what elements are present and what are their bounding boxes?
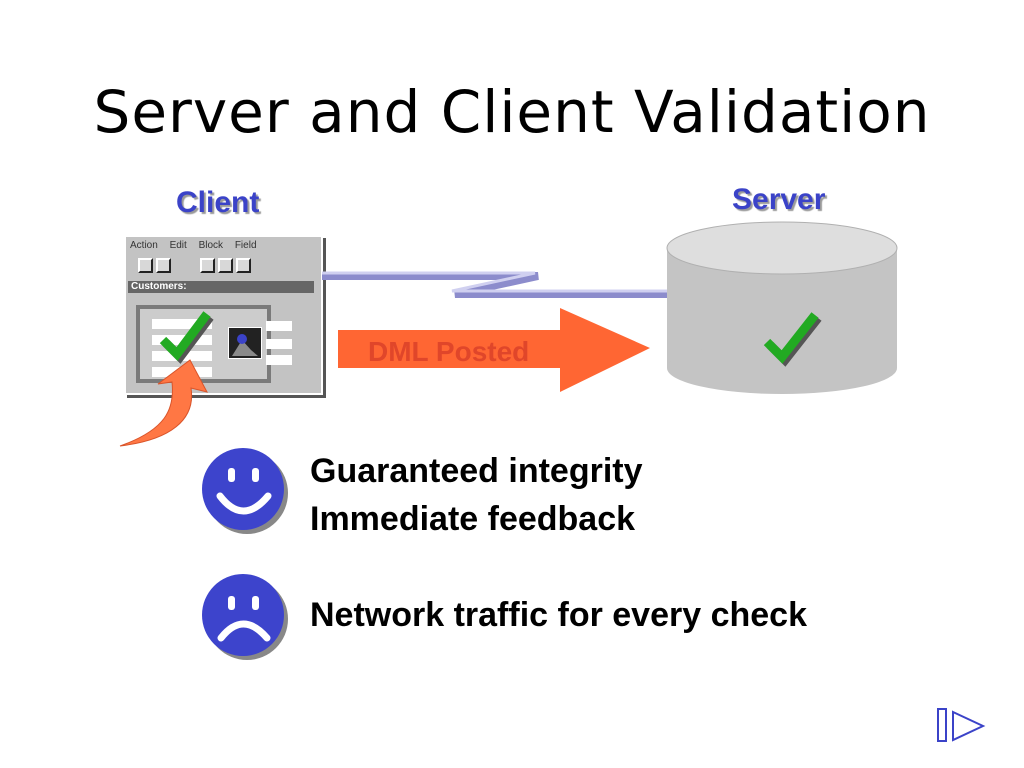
menu-bar: Action Edit Block Field <box>130 240 266 251</box>
toolbar-button <box>236 258 251 273</box>
menu-field: Field <box>234 240 257 251</box>
image-placeholder-icon <box>228 327 262 359</box>
form-field <box>266 321 292 331</box>
client-label: Client <box>176 186 260 219</box>
toolbar-button <box>200 258 215 273</box>
pro-item: Immediate feedback <box>310 500 636 538</box>
menu-action: Action <box>130 240 158 251</box>
smiley-face-icon <box>202 448 288 534</box>
pro-item: Guaranteed integrity <box>310 452 643 490</box>
frown-face-icon <box>202 574 288 660</box>
customers-label: Customers: <box>131 281 187 292</box>
form-field <box>266 339 292 349</box>
dml-posted-arrow <box>338 308 650 392</box>
dml-posted-label: DML Posted <box>368 336 530 367</box>
feedback-curved-arrow <box>119 359 208 447</box>
server-label: Server <box>732 183 826 216</box>
check-icon <box>763 312 822 367</box>
server-database-icon <box>666 221 898 394</box>
check-icon <box>159 311 214 364</box>
toolbar-button <box>218 258 233 273</box>
slide-title: Server and Client Validation <box>93 78 931 146</box>
customers-bar <box>128 281 314 293</box>
menu-block: Block <box>198 240 224 251</box>
form-field <box>266 355 292 365</box>
toolbar-button <box>156 258 171 273</box>
client-form-window: Action Edit Block Field Customers: <box>124 235 323 395</box>
network-link <box>322 271 670 298</box>
form-field <box>152 319 212 329</box>
menu-edit: Edit <box>169 240 187 251</box>
next-slide-icon[interactable] <box>935 706 987 751</box>
toolbar-button <box>138 258 153 273</box>
con-item: Network traffic for every check <box>310 596 807 634</box>
